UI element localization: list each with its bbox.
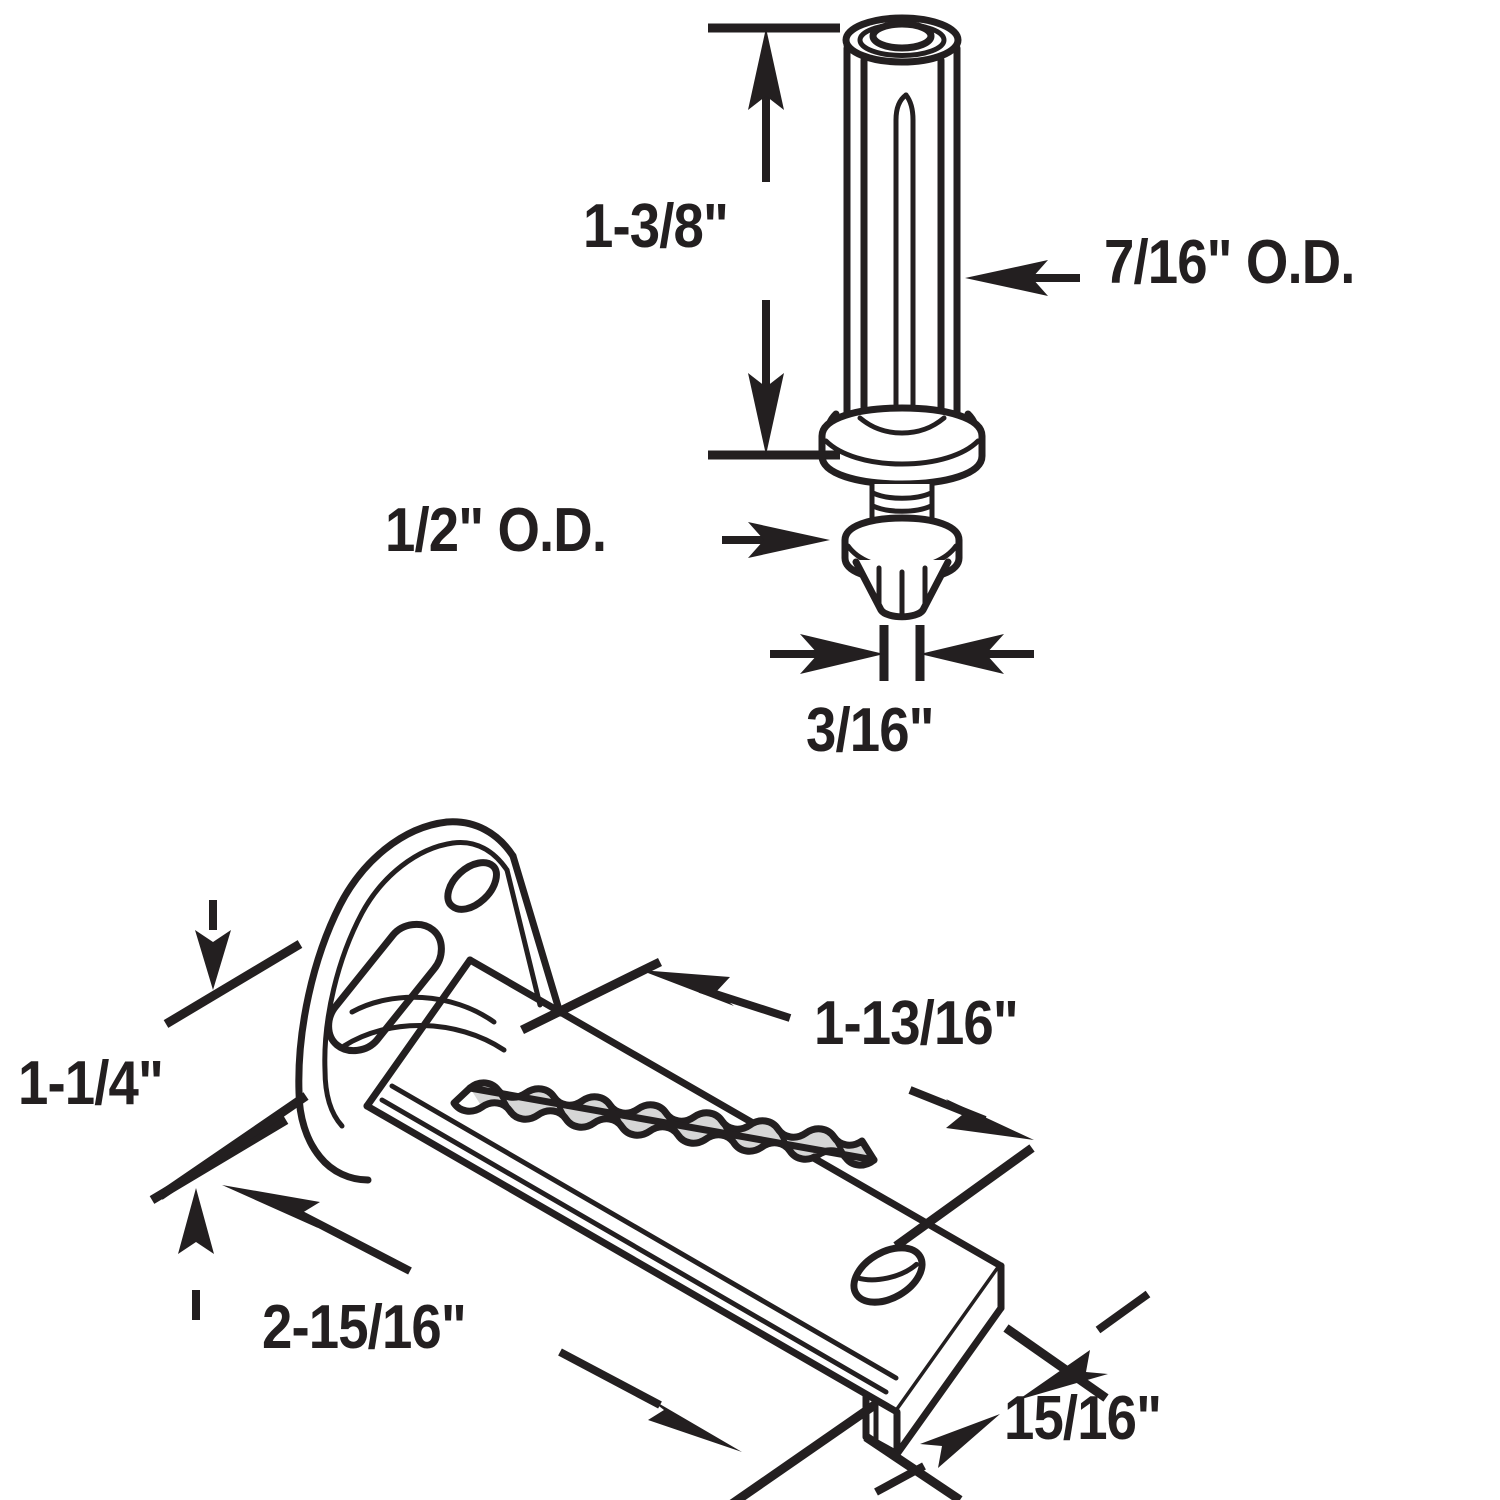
dimension-label-bracket-height: 1-1/4" [18,1049,164,1118]
guide-pin-illustration [818,14,986,621]
dimension-label-pin-outer-diameter: 7/16" O.D. [1104,228,1355,297]
dimension-label-tip-width: 3/16" [806,696,935,765]
dimension-tip-width [770,625,1034,681]
dimension-pin-length [708,23,840,460]
dimension-bracket-height [149,900,303,1320]
dimension-bracket-slot-length [520,957,1035,1250]
dimension-label-bracket-slot-length: 1-13/16" [814,989,1019,1058]
dimension-flange-outer-diameter [722,522,830,558]
roller-bracket-illustration [295,818,1005,1458]
dimension-label-flange-outer-diameter: 1/2" O.D. [385,496,607,565]
dimension-label-pin-length: 1-3/8" [583,192,729,261]
dimension-pin-outer-diameter [965,260,1080,296]
dimension-label-bracket-width: 15/16" [1004,1384,1162,1453]
dimension-label-bracket-overall-length: 2-15/16" [262,1293,467,1362]
dimension-bracket-overall-length [157,1092,879,1500]
dimension-bracket-width [863,1290,1151,1500]
